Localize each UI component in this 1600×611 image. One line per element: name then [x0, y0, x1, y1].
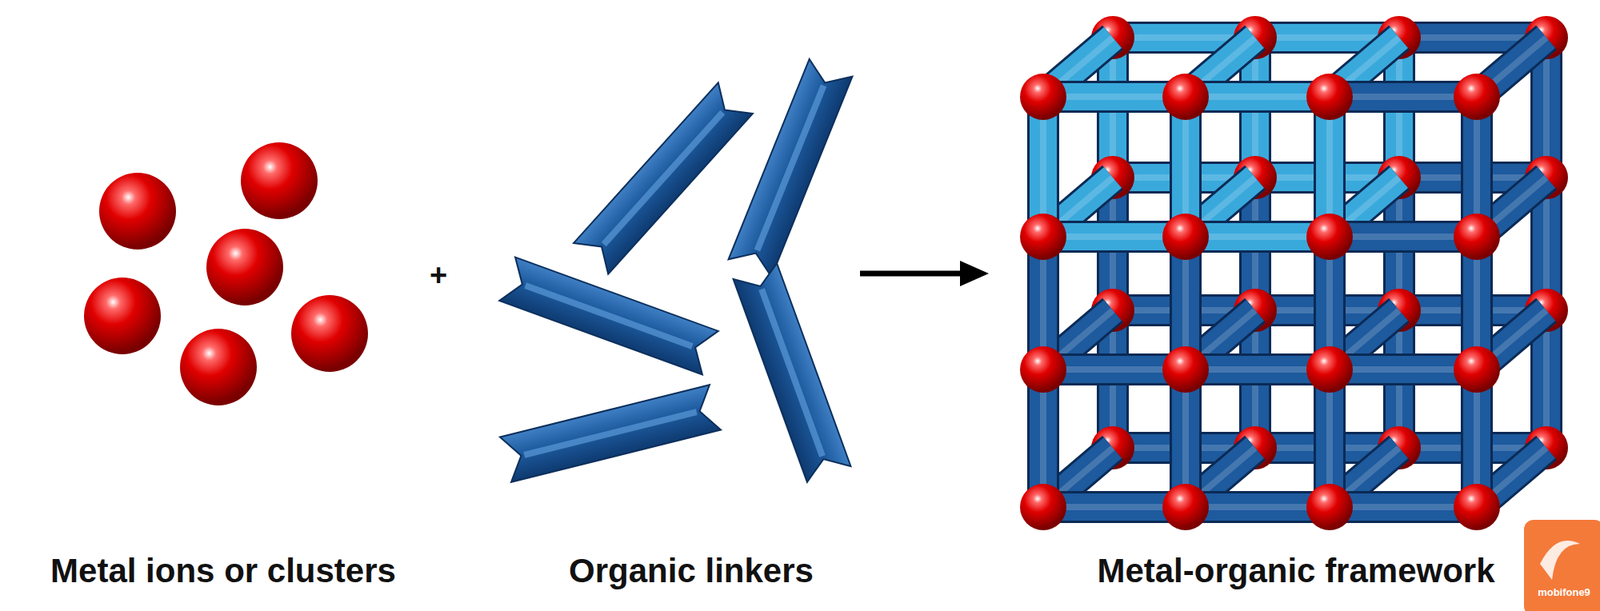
metal-sphere [206, 228, 284, 306]
metal-node [1453, 73, 1500, 120]
linker [573, 82, 753, 274]
linker-highlight [523, 408, 697, 458]
metal-node [1306, 73, 1353, 120]
metal-node [1306, 484, 1353, 531]
metal-sphere [291, 295, 368, 372]
arrow-shaft [860, 271, 964, 277]
caption: Organic linkers [568, 552, 814, 591]
metal-node [1162, 484, 1209, 531]
metal-node [1162, 73, 1209, 120]
linker-highlight [524, 282, 693, 349]
linker-body [733, 263, 852, 483]
linker-highlight [754, 84, 828, 252]
metal-node [1020, 213, 1067, 260]
metal-sphere [84, 277, 161, 355]
metal-node [1453, 213, 1500, 260]
plus-sign: + [429, 258, 448, 293]
metal-node [1162, 346, 1209, 393]
metal-node [1020, 346, 1067, 393]
linker [733, 263, 852, 483]
linker-highlight [601, 110, 725, 247]
metal-node [1306, 213, 1353, 260]
organic-linkers [499, 59, 852, 483]
metal-sphere [99, 172, 176, 250]
watermark-logo [1540, 540, 1580, 580]
metal-sphere [180, 328, 257, 406]
metal-node [1453, 346, 1500, 393]
watermark-badge [1524, 520, 1600, 611]
arrow-head [960, 260, 989, 287]
metal-node [1162, 213, 1209, 260]
caption: Metal-organic framework [1096, 552, 1495, 591]
metal-node [1306, 346, 1353, 393]
linker-body [499, 257, 719, 376]
framework-lattice [1020, 16, 1568, 531]
linker-body [573, 82, 753, 274]
linker-highlight [758, 288, 825, 457]
linker-body [728, 59, 853, 277]
linker [500, 384, 721, 483]
metal-sphere [240, 142, 318, 220]
linker [728, 59, 853, 277]
caption: Metal ions or clusters [50, 552, 396, 591]
watermark: mobifone9 [1537, 586, 1591, 599]
reaction-arrow [860, 260, 989, 287]
linker-body [500, 384, 721, 483]
metal-node [1020, 484, 1067, 531]
metal-node [1453, 484, 1500, 531]
watermark-bg [1524, 520, 1600, 611]
metal-ions [84, 142, 368, 406]
linker [499, 257, 719, 376]
metal-node [1020, 73, 1067, 120]
